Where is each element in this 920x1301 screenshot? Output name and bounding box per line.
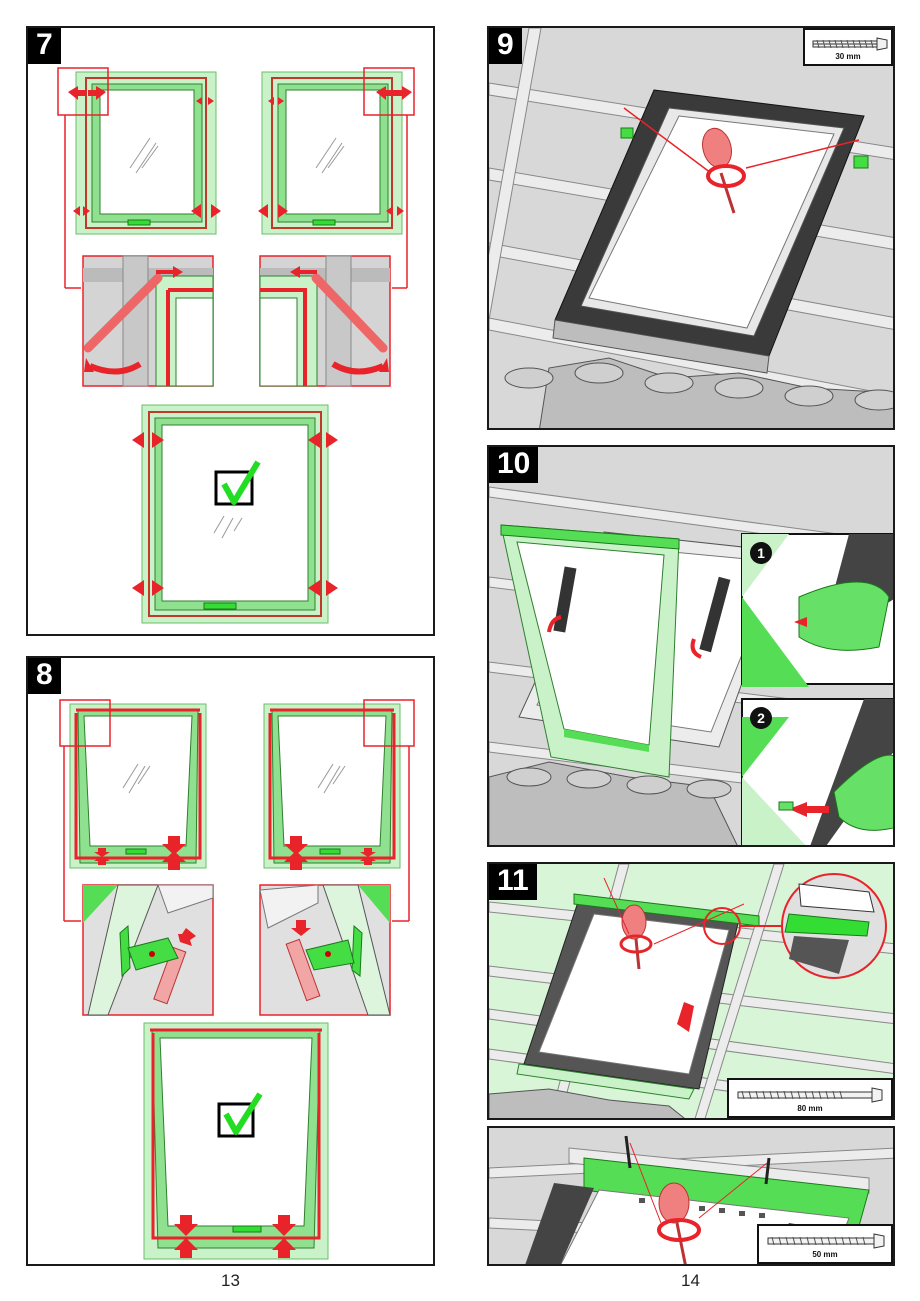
screw-icon (812, 37, 888, 51)
step-number-badge: 7 (28, 28, 61, 64)
final-check-window (143, 1022, 329, 1260)
screw-length-label: 50 mm (812, 1250, 838, 1259)
step-number-badge: 9 (489, 28, 522, 64)
inset-badge-2: 2 (750, 707, 772, 729)
page-number-right: 14 (681, 1271, 700, 1290)
screw-icon (737, 1087, 883, 1103)
screw-length-box: 30 mm (803, 28, 893, 66)
inset-badge-1: 1 (750, 542, 772, 564)
screw-length-box: 80 mm (727, 1078, 893, 1118)
step-number-badge: 8 (28, 658, 61, 694)
step-11-detail-panel: 50 mm (487, 1126, 895, 1266)
lever-inset-right (259, 255, 391, 387)
screw-icon (767, 1233, 885, 1249)
bracket-inset-right (259, 884, 391, 1016)
step-10-panel: 10 1 2 (487, 445, 895, 847)
window-right (263, 699, 415, 922)
step-9-panel: 9 30 mm (487, 26, 895, 430)
final-check-window (132, 404, 338, 624)
step-8-illustration (59, 699, 415, 1260)
window-left (57, 67, 221, 289)
step-8-panel: 8 (26, 656, 435, 1266)
step-number-badge: 10 (489, 447, 539, 483)
step-10-illustration (489, 447, 893, 845)
screw-length-label: 30 mm (835, 52, 861, 61)
window-left (59, 699, 207, 922)
bracket-inset-left (82, 884, 214, 1016)
step-9-illustration (489, 28, 893, 428)
lever-inset-left (82, 255, 214, 387)
screw-length-box: 50 mm (757, 1224, 893, 1264)
step-7-panel: 7 (26, 26, 435, 636)
step-11-illustration (489, 864, 893, 1118)
step-number-badge: 11 (489, 864, 537, 900)
step-7-illustration (57, 67, 415, 624)
page-number-left: 13 (221, 1271, 240, 1290)
step-11-panel: 11 80 mm (487, 862, 895, 1120)
screw-length-label: 80 mm (797, 1104, 823, 1113)
window-right (258, 67, 415, 289)
